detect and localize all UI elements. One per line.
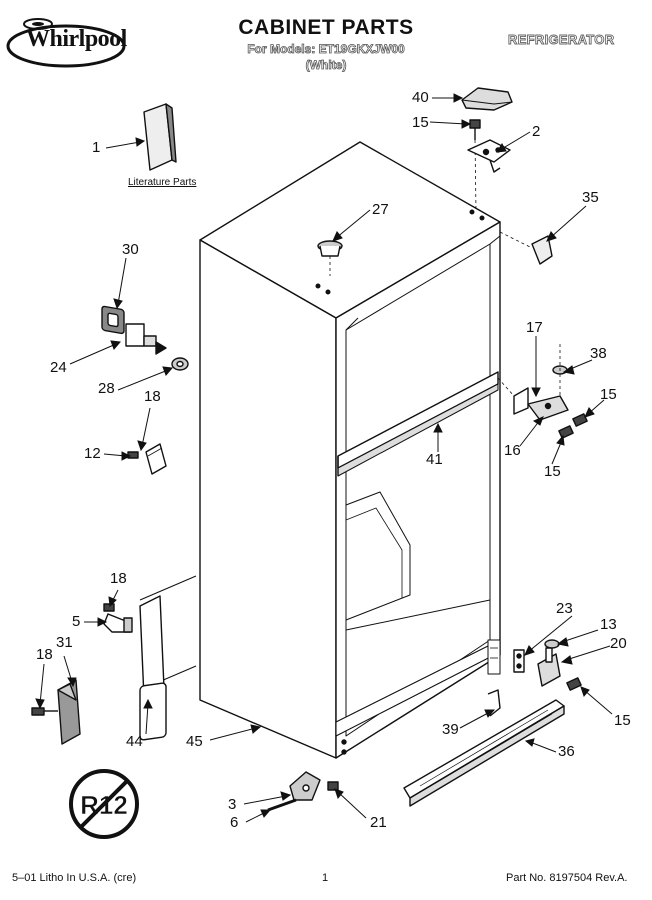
- part-3-latch: [289, 771, 321, 801]
- callout-36: 36: [558, 743, 575, 760]
- callout-45: 45: [186, 733, 203, 750]
- callout-6: 6: [230, 814, 239, 831]
- part-2-top-hinge: [467, 139, 511, 173]
- page-title: CABINET PARTS: [238, 16, 414, 39]
- callout-15-bottom: 15: [614, 712, 631, 729]
- callout-35: 35: [582, 189, 599, 206]
- part-6-pin: [267, 798, 297, 812]
- callout-39: 39: [442, 721, 459, 738]
- page-number: 1: [322, 872, 329, 884]
- part-13-washer: [544, 639, 560, 649]
- part-36-toe-grille: [403, 699, 565, 807]
- callout-44: 44: [126, 733, 143, 750]
- part-30-grommet: [101, 305, 125, 335]
- part-31-cover: [57, 679, 81, 745]
- callout-3: 3: [228, 796, 237, 813]
- part-23-shim: [513, 649, 525, 673]
- callout-40: 40: [412, 89, 429, 106]
- product-category: REFRIGERATOR: [508, 32, 615, 48]
- part-21-screw: [327, 781, 339, 791]
- callout-24: 24: [50, 359, 67, 376]
- literature-parts-label: Literature Parts: [128, 177, 197, 188]
- part-12-clip: [127, 443, 167, 475]
- callout-18-clip: 18: [144, 388, 161, 405]
- callout-21: 21: [370, 814, 387, 831]
- callout-1: 1: [92, 139, 101, 156]
- part-17-shim: [513, 387, 529, 415]
- model-line: For Models: ET19GKXJW00: [247, 42, 405, 57]
- callout-30: 30: [122, 241, 139, 258]
- no-r12-refrigerant-icon: R12: [69, 769, 139, 839]
- part-27-plug: [317, 240, 343, 276]
- part-18-screw-left: [31, 707, 58, 716]
- whirlpool-logo-swoosh-icon: [6, 18, 126, 68]
- part-20-bottom-hinge: [537, 647, 561, 687]
- divider-rail-41: [337, 371, 499, 477]
- callout-5: 5: [72, 613, 81, 630]
- part-28-nut: [171, 357, 189, 371]
- callout-16: 16: [504, 442, 521, 459]
- callout-27: 27: [372, 201, 389, 218]
- part-16-center-hinge: [527, 395, 569, 421]
- brand-logo: Whirlpool: [26, 26, 127, 52]
- callout-17: 17: [526, 319, 543, 336]
- callout-20: 20: [610, 635, 627, 652]
- part-15-screw-bottom: [566, 677, 582, 691]
- back-panel-44: [139, 575, 197, 741]
- callout-38: 38: [590, 345, 607, 362]
- callout-23: 23: [556, 600, 573, 617]
- part-1-literature: [143, 103, 177, 171]
- callout-41: 41: [426, 451, 443, 468]
- callout-31: 31: [56, 634, 73, 651]
- cabinet-body: [199, 141, 501, 759]
- callout-18-pin: 18: [110, 570, 127, 587]
- part-15-screws-center: [497, 377, 588, 439]
- callout-12: 12: [84, 445, 101, 462]
- callout-2: 2: [532, 123, 541, 140]
- part-5-hinge-pin: [103, 603, 133, 633]
- bottom-rail-45: [335, 639, 501, 737]
- part-15-screw-top: [469, 119, 481, 213]
- part-35-bracket: [499, 231, 553, 265]
- callout-28: 28: [98, 380, 115, 397]
- part-24-thermostat: [125, 323, 167, 355]
- callout-13: 13: [600, 616, 617, 633]
- print-info: 5–01 Litho In U.S.A. (cre): [12, 872, 137, 884]
- part-40-cap: [461, 87, 513, 111]
- part-number: Part No. 8197504 Rev.A.: [506, 872, 628, 884]
- callout-18-cover: 18: [36, 646, 53, 663]
- callout-15-center-right: 15: [600, 386, 617, 403]
- callout-15-top: 15: [412, 114, 429, 131]
- callout-15-center-low: 15: [544, 463, 561, 480]
- color-variant: (White): [305, 58, 347, 73]
